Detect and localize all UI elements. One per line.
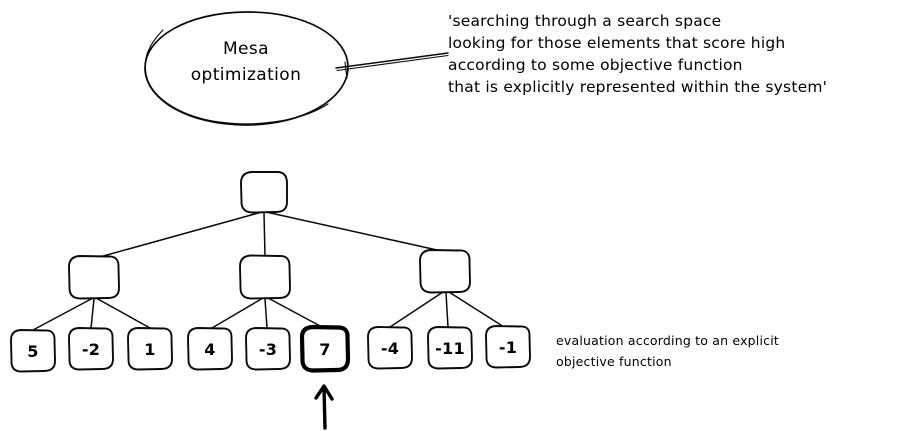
tree-leaf-node-2[interactable]: -2 xyxy=(68,327,114,371)
leaf-node-3-value: 1 xyxy=(144,340,155,359)
tree-edges-root-level xyxy=(95,211,447,259)
leaf-node-7-box xyxy=(367,326,413,370)
evaluation-caption-block: evaluation according to an explicit obje… xyxy=(556,333,779,369)
concept-ellipse-outline xyxy=(144,11,349,126)
leaf-node-2-box xyxy=(68,327,114,371)
up-arrow-icon xyxy=(314,384,334,430)
caption-line-1: evaluation according to an explicit xyxy=(556,333,779,348)
leaf-node-1-box xyxy=(10,329,56,373)
edge-mid-3-to-leaf-7 xyxy=(389,291,444,328)
edge-mid-3-to-leaf-9 xyxy=(448,291,505,328)
root-node-box xyxy=(240,171,288,214)
concept-label-line-2: optimization xyxy=(191,65,302,85)
leaf-node-1-value: 5 xyxy=(27,342,38,361)
tree-leaf-node-4[interactable]: 4 xyxy=(187,327,233,371)
concept-ellipse-sketch-overstroke xyxy=(144,29,329,125)
tree-leaf-node-1[interactable]: 5 xyxy=(10,329,56,373)
edge-mid-1-to-leaf-1 xyxy=(32,297,94,331)
quote-line-4: that is explicitly represented within th… xyxy=(448,78,827,96)
edge-root-to-mid-1 xyxy=(95,211,263,259)
arrow-shaft xyxy=(322,386,327,430)
quote-line-2: looking for those elements that score hi… xyxy=(448,34,785,52)
tree-mid-node-1[interactable] xyxy=(68,255,120,300)
connector-line-lower xyxy=(336,54,449,72)
connector-ellipse-to-quote xyxy=(335,52,449,79)
connector-tick xyxy=(344,61,348,79)
leaf-node-2-value: -2 xyxy=(82,340,100,359)
tree-mid-node-2[interactable] xyxy=(239,254,291,300)
leaf-node-7-value: -4 xyxy=(381,339,399,358)
edge-mid-1-to-leaf-3 xyxy=(95,297,151,329)
tree-edges-mid-level xyxy=(32,291,505,331)
edge-mid-2-to-leaf-5 xyxy=(264,298,268,329)
concept-label-line-1: Mesa xyxy=(223,39,269,59)
leaf-node-8-box xyxy=(427,326,473,370)
leaf-node-9-box xyxy=(485,325,531,369)
quote-text-block: 'searching through a search space lookin… xyxy=(448,12,827,96)
mid-node-2-box xyxy=(239,254,291,300)
edge-mid-2-to-leaf-6 xyxy=(267,297,323,328)
quote-line-3: according to some objective function xyxy=(448,56,743,74)
tree-leaf-node-6-highlighted[interactable]: 7 xyxy=(299,324,351,373)
leaf-node-4-value: 4 xyxy=(204,340,215,359)
leaf-node-6-value: 7 xyxy=(319,340,330,359)
tree-leaf-node-8[interactable]: -11 xyxy=(427,326,473,370)
mid-node-1-box xyxy=(68,255,120,300)
leaf-node-5-value: -3 xyxy=(259,340,277,359)
leaf-node-9-value: -1 xyxy=(499,338,517,357)
edge-root-to-mid-3 xyxy=(265,211,447,253)
connector-line-upper xyxy=(335,52,449,69)
tree-leaf-node-5[interactable]: -3 xyxy=(245,327,291,371)
edge-root-to-mid-2 xyxy=(263,212,266,257)
edge-mid-3-to-leaf-8 xyxy=(445,292,449,328)
quote-line-1: 'searching through a search space xyxy=(448,12,721,30)
tree-mid-node-3[interactable] xyxy=(419,249,471,294)
tree-root-node[interactable] xyxy=(240,171,288,214)
tree-leaf-node-9[interactable]: -1 xyxy=(485,325,531,369)
caption-line-2: objective function xyxy=(556,354,672,369)
leaf-node-3-box xyxy=(127,327,173,371)
edge-mid-1-to-leaf-2 xyxy=(90,298,95,329)
mid-node-3-box xyxy=(419,249,471,294)
tree-leaf-node-3[interactable]: 1 xyxy=(127,327,173,371)
leaf-node-4-box xyxy=(187,327,233,371)
leaf-node-6-box xyxy=(299,324,351,373)
arrow-head xyxy=(314,384,334,401)
edge-mid-2-to-leaf-4 xyxy=(211,297,264,329)
concept-ellipse-group[interactable]: Mesa optimization xyxy=(144,11,349,126)
leaf-node-5-box xyxy=(245,327,291,371)
leaf-node-8-value: -11 xyxy=(435,339,465,358)
tree-leaf-node-7[interactable]: -4 xyxy=(367,326,413,370)
